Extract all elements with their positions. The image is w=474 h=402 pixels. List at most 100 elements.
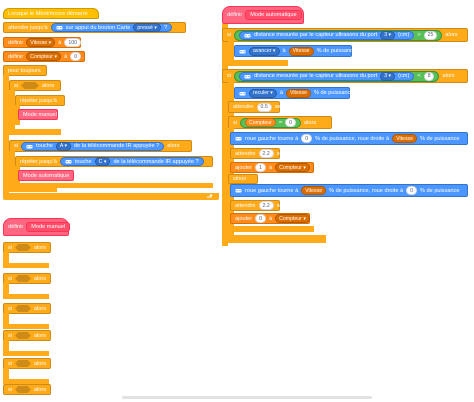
empty-condition-slot[interactable] — [15, 305, 31, 312]
mbot-extension-icon — [56, 25, 63, 31]
if-foot — [3, 294, 49, 299]
compteur-reporter[interactable]: Compteur — [245, 118, 276, 127]
script-2-spine — [222, 24, 228, 246]
greater-than-operator[interactable]: distance mesurée par le capteur ultrason… — [234, 29, 443, 41]
distance-threshold-25[interactable]: 25 — [423, 30, 438, 40]
change-compteur-by-1[interactable]: ajouter 1 à Compteur ▾ — [230, 162, 314, 173]
empty-condition-slot[interactable] — [15, 275, 31, 282]
if-arm — [3, 368, 9, 380]
pressed-dropdown[interactable]: pressé ▾ — [133, 23, 161, 32]
compteur-dropdown[interactable]: Compteur ▾ — [275, 214, 310, 223]
change-by-zero-input[interactable]: 0 — [255, 214, 266, 223]
forever-foot — [3, 193, 219, 200]
if-arm — [3, 283, 9, 295]
mbot-extension-icon — [235, 136, 242, 142]
compteur-dropdown[interactable]: Compteur ▾ — [275, 163, 310, 172]
if-foot — [3, 351, 49, 356]
less-than-operator[interactable]: distance mesurée par le capteur ultrason… — [234, 70, 440, 82]
board-button-reporter[interactable]: sur appui du bouton Carte pressé ▾ ? — [50, 23, 173, 32]
direction-dropdown-backward[interactable]: reculer ▾ — [249, 88, 277, 98]
mbot-extension-icon — [244, 73, 251, 79]
define-name-label: Mode manuel — [26, 222, 71, 232]
if-foot — [3, 379, 49, 384]
direction-dropdown-forward[interactable]: avancer ▾ — [249, 46, 280, 56]
set-compteur-block[interactable]: définir Compteur ▾ à 0 — [3, 51, 85, 62]
empty-condition-slot[interactable] — [15, 386, 31, 393]
compteur-dropdown[interactable]: Compteur ▾ — [26, 52, 62, 61]
wait-2-2-block-1[interactable]: attendre 2.2 secs — [230, 148, 288, 159]
empty-condition-slot[interactable] — [15, 332, 31, 339]
if-block-2[interactable]: si touche A ▾ de la télécommande IR appu… — [9, 140, 192, 152]
if-block-1[interactable]: si alors — [9, 80, 61, 91]
wait-2-2-block-2[interactable]: attendre 2.2 secs — [230, 200, 288, 211]
forever-arm — [3, 75, 9, 194]
if-distance-greater[interactable]: si distance mesurée par le capteur ultra… — [222, 28, 468, 42]
port-dropdown-1[interactable]: 3 ▾ — [380, 30, 396, 40]
mbot-extension-icon — [244, 32, 251, 38]
if-arm — [3, 252, 9, 264]
mbot-extension-icon — [235, 188, 242, 194]
empty-condition-slot[interactable] — [15, 244, 31, 251]
repeat-2-foot — [15, 183, 213, 188]
if-distance-less[interactable]: si distance mesurée par le capteur ultra… — [222, 69, 468, 83]
forever-block[interactable]: pour toujours — [3, 65, 47, 76]
vitesse-dropdown[interactable]: Vitesse ▾ — [26, 38, 56, 47]
define-mode-manuel[interactable]: définir Mode manuel — [3, 218, 71, 236]
define-name-label: Mode automatique — [245, 10, 302, 20]
change-compteur-by-0[interactable]: ajouter 0 à Compteur ▾ — [230, 213, 310, 224]
ir-key-c-dropdown[interactable]: C ▾ — [94, 157, 111, 166]
wait-0-5-block[interactable]: attendre 0.5 secs — [228, 101, 286, 113]
set-vitesse-block[interactable]: définir Vitesse ▾ à 100 — [3, 37, 81, 48]
repeat-1-arm — [15, 105, 20, 125]
ultrasonic-reporter-2[interactable]: distance mesurée par le capteur ultrason… — [239, 71, 415, 81]
vitesse-value-input[interactable]: 100 — [64, 38, 81, 47]
if-1-foot — [9, 129, 61, 135]
compteur-compare-input[interactable]: 0 — [285, 118, 296, 127]
vitesse-reporter[interactable]: Vitesse — [288, 46, 314, 56]
if-1-foot — [228, 60, 288, 66]
vitesse-reporter[interactable]: Vitesse — [286, 88, 311, 98]
wait-2-2-input-2[interactable]: 2.2 — [258, 201, 274, 210]
mbot-extension-icon — [239, 48, 246, 54]
wait-0-5-input[interactable]: 0.5 — [256, 102, 272, 112]
empty-condition-slot[interactable] — [21, 82, 40, 89]
right-wheel-power-input[interactable]: 0 — [406, 186, 418, 195]
empty-condition-slot[interactable] — [15, 360, 31, 367]
repeat-until-block-2[interactable]: répéter jusqu'à touche C ▾ de la télécom… — [15, 156, 213, 167]
horizontal-scrollbar[interactable] — [122, 396, 372, 399]
wait-2-2-input-1[interactable]: 2.2 — [258, 149, 274, 158]
ir-key-c-reporter[interactable]: touche C ▾ de la télécommande IR appuyée… — [59, 157, 204, 166]
move-forward-block[interactable]: avancer ▾ à Vitesse % de puissance — [234, 45, 356, 57]
left-wheel-power-input[interactable]: 0 — [301, 134, 313, 143]
move-backward-block[interactable]: reculer ▾ à Vitesse % de puissance — [234, 87, 353, 99]
equals-operator[interactable]: Compteur = 0 — [240, 117, 301, 128]
ir-key-a-reporter[interactable]: touche A ▾ de la télécommande IR appuyée… — [21, 141, 165, 151]
if-foot — [3, 324, 49, 329]
port-dropdown-2[interactable]: 3 ▾ — [380, 71, 396, 81]
wheels-block-2[interactable]: roue gauche tourne à Vitesse % de puissa… — [230, 184, 468, 197]
if-1-arm — [9, 90, 15, 130]
vitesse-reporter[interactable]: Vitesse — [392, 134, 418, 143]
repeat-until-block-1[interactable]: répéter jusqu'à — [15, 95, 65, 106]
compteur-value-input[interactable]: 0 — [70, 52, 82, 61]
hat-when-mbot-starts[interactable]: Lorsque le Mbot/mcore démarre — [3, 8, 99, 19]
distance-threshold-8[interactable]: 8 — [423, 71, 435, 81]
change-by-input[interactable]: 1 — [255, 163, 266, 172]
wait-until-block[interactable]: attendre jusqu'à sur appui du bouton Car… — [3, 22, 186, 33]
call-mode-manuel[interactable]: Mode manuel — [18, 109, 58, 120]
vitesse-reporter[interactable]: Vitesse — [301, 186, 327, 195]
ir-key-a-dropdown[interactable]: A ▾ — [55, 141, 72, 151]
if-foot — [3, 263, 49, 268]
wheels-block-1[interactable]: roue gauche tourne à 0 % de puissance, r… — [230, 132, 468, 145]
if-compteur-equals-0[interactable]: si Compteur = 0 alors — [228, 116, 332, 129]
define-mode-automatique[interactable]: définir Mode automatique — [222, 6, 304, 24]
mbot-extension-icon — [65, 159, 72, 165]
call-mode-automatique[interactable]: Mode automatique — [18, 170, 74, 181]
ultrasonic-reporter-1[interactable]: distance mesurée par le capteur ultrason… — [239, 30, 415, 40]
